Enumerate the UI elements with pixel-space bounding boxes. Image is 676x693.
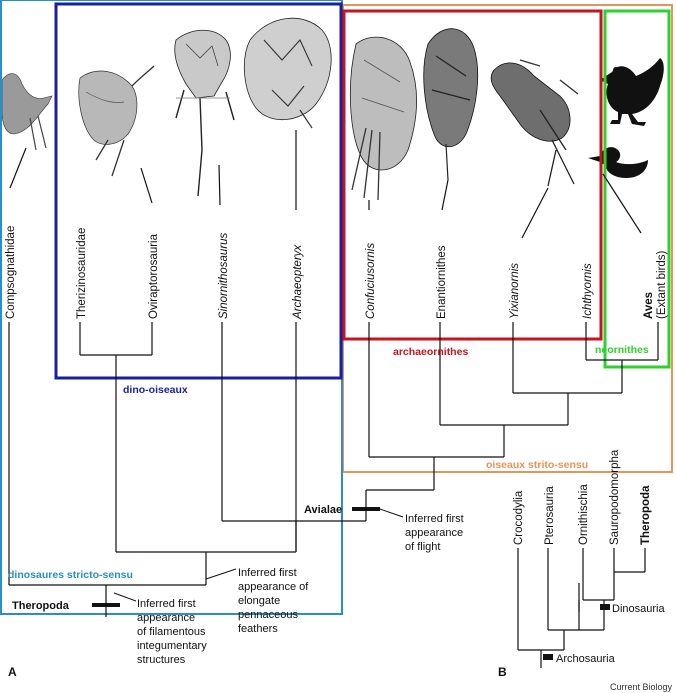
taxon-yixianornis: Yixianornis [509,263,521,319]
sinornithosaurus-fossil-icon [174,29,235,197]
annotation-line: appearance [137,612,195,624]
annotation-line: Inferred first [405,513,464,525]
theropoda-node-bar [92,603,120,607]
annotation-line: appearance of [238,581,309,593]
annotation-line: Inferred first [238,567,297,579]
label-dino-oiseaux: dino-oiseaux [123,384,188,396]
label-dinosaures-stricto-sensu: dinosaures stricto-sensu [8,569,133,581]
dino-oiseaux-box [54,2,343,380]
yixianornis-fossil-icon [490,59,579,187]
taxon-compsognathidae: Compsognathidae [5,226,17,319]
node-avialae: Avialae [304,504,342,516]
annotation-line: elongate [238,595,280,607]
panel-a-taxa: Compsognathidae Therizinosauridae Ovirap… [5,226,668,320]
archaeopteryx-fossil-icon [244,17,332,129]
node-archosauria: Archosauria [556,653,616,665]
cladogram-a-branches [8,130,659,617]
taxon-enantiornithes: Enantiornithes [436,245,448,319]
avialae-node-bar [352,507,380,511]
taxon-ichthyornis: Ichthyornis [582,263,594,319]
taxon-extant-birds: (Extant birds) [656,250,668,319]
taxon-crocodylia: Crocodylia [513,490,525,545]
taxon-oviraptorosauria: Oviraptorosauria [148,233,160,319]
label-oiseaux-strito-sensu: oiseaux strito-sensu [486,459,588,471]
duck-silhouette-icon [588,147,648,178]
panel-letter-a: A [8,665,17,679]
taxon-pterosauria: Pterosauria [544,486,556,545]
taxon-theropoda-b: Theropoda [640,485,652,545]
annotation-line: structures [137,654,186,666]
archosauria-node-bar [543,654,553,660]
annotation-pointers [113,508,404,602]
panel-letter-b: B [498,665,507,679]
taxon-sauropodomorpha: Sauropodomorpha [609,449,621,545]
compsognathid-fossil-icon [1,73,53,151]
dinosauria-node-bar [600,604,610,610]
chicken-silhouette-icon [600,58,664,126]
annotation-line: feathers [238,623,278,635]
annotation-filaments: Inferred first appearance of filamentous… [137,598,207,666]
archaeornithes-box [342,9,603,341]
annotation-line: pennaceous [238,609,298,621]
annotation-line: appearance [405,527,463,539]
credit: Current Biology [610,682,673,692]
panel-b-taxa: Crocodylia Pterosauria Ornithischia Saur… [513,449,652,545]
enantiornithine-fossil-icon [423,28,479,181]
oviraptorosaur-fossil-icon [78,65,155,177]
taxon-therizinosauridae: Therizinosauridae [76,228,88,319]
label-neornithes: neornithes [595,344,649,356]
annotation-line: of flight [405,541,440,553]
node-theropoda: Theropoda [12,600,70,612]
neornithes-box [603,9,671,369]
taxon-archaeopteryx: Archaeopteryx [292,244,304,320]
taxon-ornithischia: Ornithischia [578,484,590,545]
cladogram-b-branches [517,548,646,668]
annotation-feathers: Inferred first appearance of elongate pe… [238,567,309,635]
fossil-illustrations [1,17,664,201]
confuciusornis-fossil-icon [349,36,417,201]
annotation-flight: Inferred first appearance of flight [405,513,464,553]
annotation-line: of filamentous [137,626,206,638]
label-archaeornithes: archaeornithes [393,346,468,358]
taxon-aves: Aves [643,292,655,319]
taxon-confuciusornis: Confuciusornis [365,243,377,319]
annotation-line: integumentary [137,640,207,652]
taxon-sinornithosaurus: Sinornithosaurus [218,232,230,319]
annotation-line: Inferred first [137,598,196,610]
node-dinosauria: Dinosauria [612,603,665,615]
